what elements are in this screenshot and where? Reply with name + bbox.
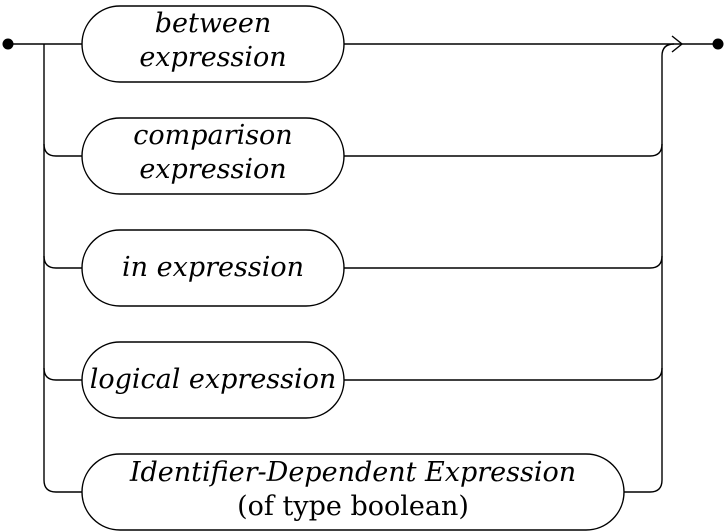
branch-2-exit [344,143,663,157]
branch-4-entry [43,367,82,381]
branch-3-entry [43,255,82,269]
between-label: between [155,8,272,39]
identifier-dependent-expression-box [81,453,625,531]
comparison-expression-box [81,117,345,195]
in-expression-label: in expression [122,252,304,283]
arrow-head [671,35,684,53]
branch-4-exit [344,367,663,381]
right-rail-top-curve [661,43,675,57]
between-expression-label: expression [139,42,286,73]
branch-3-exit [344,255,663,269]
comparison-label: comparison [133,120,292,151]
logical-expression-box [81,341,345,419]
between-expression-box [81,5,345,83]
identifier-dependent-expression-label: Identifier-Dependent Expression [129,457,576,488]
in-expression-box [81,229,345,307]
comparison-expression-label: expression [139,154,286,185]
branch-5-entry [43,479,82,493]
logical-expression-label: logical expression [90,364,337,395]
branch-5-exit [624,479,663,493]
branch-2-entry [43,143,82,157]
of-type-boolean-label: (of type boolean) [237,491,469,522]
